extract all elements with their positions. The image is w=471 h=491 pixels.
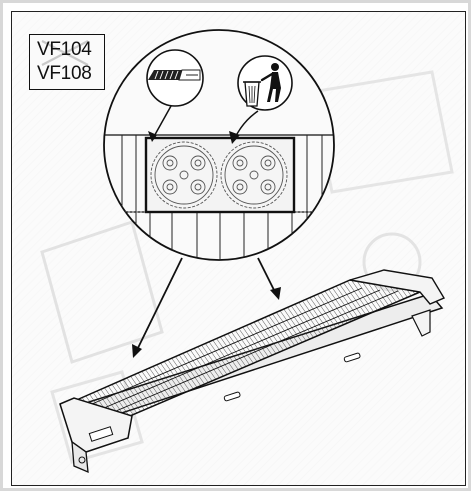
filter-cassette: [59, 269, 446, 474]
cross-out-mark: [41, 40, 89, 66]
diagram-panel: VF104 VF108: [11, 11, 466, 486]
filter-pad-left: [150, 141, 218, 209]
model-label-box: VF104 VF108: [29, 34, 105, 90]
magnified-detail: [103, 29, 335, 261]
utility-knife-icon: [146, 49, 204, 107]
pointer-arrows: [132, 257, 281, 358]
trash-bin-icon: [237, 55, 293, 111]
diagram-canvas: [12, 12, 465, 485]
model-vf104-crossed: VF104: [37, 39, 92, 60]
model-vf108: VF108: [37, 63, 92, 84]
filter-pad-right: [220, 141, 288, 209]
